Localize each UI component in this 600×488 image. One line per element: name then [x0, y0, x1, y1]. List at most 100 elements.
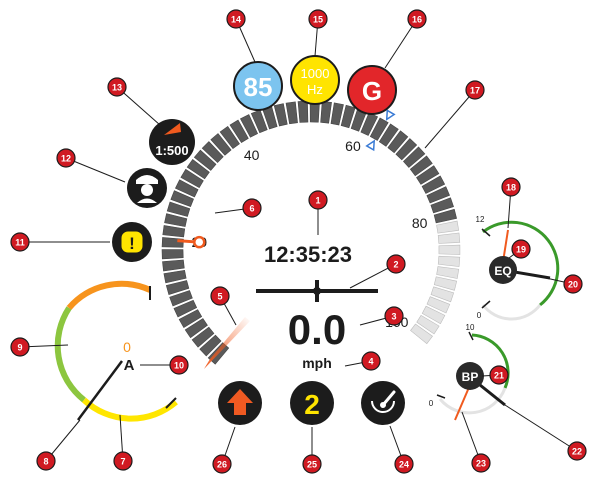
speed-limit-value: 85	[244, 72, 273, 102]
callout-number: 15	[313, 15, 323, 25]
callout-number: 8	[43, 457, 48, 467]
speedometer-segment	[436, 266, 460, 279]
driver-icon	[136, 175, 158, 203]
callout-number: 10	[174, 361, 184, 371]
speedometer-segment	[433, 208, 457, 224]
callout-number: 6	[249, 204, 254, 214]
eq-label: EQ	[494, 264, 511, 278]
callout-marker: 11	[10, 232, 30, 252]
speedometer-tick-label: 40	[244, 147, 260, 163]
callout-number: 16	[412, 15, 422, 25]
callout-number: 7	[120, 457, 125, 467]
speedometer-segment	[273, 103, 288, 127]
callout-marker: 24	[394, 454, 414, 474]
callout-leader-line	[424, 89, 476, 149]
speedometer-segment	[360, 112, 379, 136]
speedometer-segment	[164, 213, 188, 227]
callout-number: 9	[17, 343, 22, 353]
speedometer-segment	[437, 255, 461, 267]
callout-number: 11	[15, 238, 25, 248]
speedometer-segment	[166, 201, 191, 217]
callout-number: 3	[391, 312, 396, 322]
callout-marker: 8	[36, 451, 56, 471]
gear-mode-value: G	[362, 76, 382, 106]
speedometer-segment	[437, 232, 461, 244]
callout-marker: 12	[56, 148, 76, 168]
speedometer-segment	[161, 249, 184, 260]
speedometer-segment	[320, 101, 332, 124]
frequency-unit: Hz	[307, 82, 323, 97]
speedometer-segment	[162, 259, 185, 272]
speed-limit-indicator[interactable]: 85	[233, 61, 283, 111]
callout-number: 12	[61, 154, 71, 164]
callout-marker: 26	[212, 454, 232, 474]
speedometer-segment	[409, 155, 433, 177]
eq-min-label: 0	[477, 311, 482, 320]
scale-value: 1:500	[155, 143, 188, 158]
speedometer-segment	[330, 102, 344, 126]
callout-number: 25	[307, 460, 317, 470]
callout-number: 22	[572, 447, 582, 457]
speedometer-segment	[297, 100, 309, 123]
speedometer-segment	[402, 146, 426, 168]
speedometer-segment	[240, 114, 259, 138]
warning-indicator[interactable]: !	[112, 222, 152, 262]
brake-handle-icon	[371, 390, 396, 413]
speedometer-segment	[416, 314, 440, 335]
speedometer-segment	[410, 323, 433, 345]
callout-marker: 22	[567, 441, 587, 461]
frequency-value: 1000	[301, 66, 330, 81]
speedometer-segment	[184, 318, 208, 339]
callout-leader-line	[65, 157, 126, 183]
callout-number: 18	[506, 183, 516, 193]
speedometer-segment	[229, 119, 249, 143]
speedometer-tick-label: 80	[412, 215, 428, 231]
callout-marker: 5	[210, 286, 230, 306]
speed-value: 0.0	[288, 306, 346, 353]
speedometer-segment	[436, 220, 460, 234]
speedometer-segment	[174, 179, 199, 198]
speedometer-segment	[163, 269, 187, 284]
arrow-up-icon	[227, 389, 253, 415]
callout-number: 4	[368, 357, 373, 367]
notch-button[interactable]: 2	[290, 381, 334, 425]
callout-number: 20	[568, 280, 578, 290]
bp-max-label: 10	[466, 323, 475, 332]
callout-marker: 13	[107, 77, 127, 97]
driver-indicator[interactable]	[127, 168, 167, 208]
speedometer-segment	[165, 280, 190, 295]
callout-number: 13	[112, 83, 122, 93]
speedometer-segment	[430, 197, 454, 214]
callout-number: 17	[470, 86, 480, 96]
bp-min-label: 0	[429, 399, 434, 408]
ammeter-gauge: 0 A	[54, 280, 178, 422]
callout-number: 24	[399, 460, 409, 470]
callout-leader-line	[384, 18, 418, 69]
callout-marker: 6	[242, 198, 262, 218]
speedometer-segment	[395, 138, 418, 161]
callout-number: 5	[217, 292, 222, 302]
speedometer-segment	[219, 125, 240, 149]
gear-mode-indicator[interactable]: G	[347, 65, 397, 115]
speed-unit: mph	[302, 355, 332, 371]
scale-indicator[interactable]: 1:500	[149, 119, 195, 165]
speedometer-segment	[426, 186, 450, 204]
frequency-indicator[interactable]: 1000 Hz	[290, 55, 340, 105]
speedometer-segment	[191, 326, 215, 348]
speedometer-segment	[421, 175, 446, 194]
speedometer-segment-arc	[161, 100, 461, 365]
brake-handle-button[interactable]	[361, 381, 405, 425]
speedometer-segment	[199, 334, 222, 357]
ammeter-unit: A	[124, 357, 135, 374]
callout-marker: 10	[169, 355, 189, 375]
speedometer-segment	[430, 286, 455, 303]
speed-limit-marker	[177, 235, 206, 249]
speedometer-segment	[426, 296, 451, 314]
callout-marker: 16	[407, 9, 427, 29]
speedometer-segment	[387, 130, 409, 154]
callout-number: 14	[231, 15, 241, 25]
reverser-button[interactable]	[218, 381, 262, 425]
speedometer-segment	[378, 123, 399, 147]
callout-marker: 17	[465, 80, 485, 100]
